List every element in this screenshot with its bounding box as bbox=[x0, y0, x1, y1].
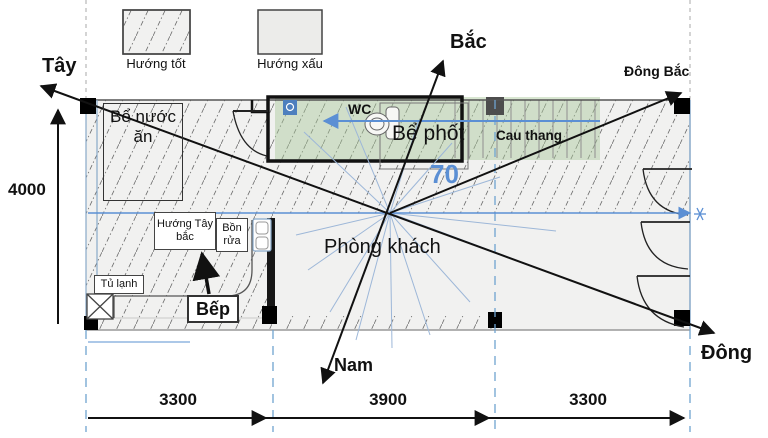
living-room-label: Phòng khách bbox=[324, 236, 441, 258]
wc-label: WC bbox=[348, 101, 372, 117]
washer-icon bbox=[283, 100, 297, 115]
legend-good-swatch bbox=[122, 9, 191, 55]
star-marker bbox=[694, 207, 706, 221]
compass-axes bbox=[39, 59, 716, 385]
fridge-label: Tủ lạnh bbox=[94, 275, 144, 294]
compass-south-label: Nam bbox=[334, 355, 374, 375]
dim-wc-offset: 70 bbox=[430, 159, 459, 189]
dimension-lines bbox=[50, 108, 686, 426]
legend-bad-swatch bbox=[257, 9, 323, 55]
kitchen-arrow bbox=[192, 251, 221, 295]
sink-label: Bồn rửa bbox=[216, 218, 248, 252]
kitchen-label: Bếp bbox=[187, 295, 239, 323]
septic-tank-label: Bể phốt bbox=[392, 122, 465, 145]
stairs-label: Cau thang bbox=[496, 128, 562, 143]
legend-good-label: Hướng tốt bbox=[126, 56, 186, 71]
compass-north-label: Bắc bbox=[450, 31, 487, 53]
sink-icon bbox=[252, 218, 272, 252]
kitchen-direction-label: Hướng Tây bắc bbox=[154, 212, 216, 250]
compass-east-label: Đông bbox=[701, 342, 753, 364]
fridge-icon bbox=[86, 293, 114, 320]
legend-bad-label: Hướng xấu bbox=[257, 56, 323, 71]
water-tank-label: Bể nước ăn bbox=[110, 107, 176, 146]
dim-left-height: 4000 bbox=[8, 180, 46, 199]
compass-west-label: Tây bbox=[42, 55, 77, 77]
guide-dashed-gray bbox=[85, 0, 691, 100]
dim-bottom-left: 3300 bbox=[159, 390, 197, 409]
dim-bottom-right: 3300 bbox=[569, 390, 607, 409]
water-tank-box: Bể nước ăn bbox=[103, 103, 183, 201]
dim-bottom-middle: 3900 bbox=[369, 390, 407, 409]
compass-northeast-label: Đông Bắc bbox=[624, 63, 690, 79]
